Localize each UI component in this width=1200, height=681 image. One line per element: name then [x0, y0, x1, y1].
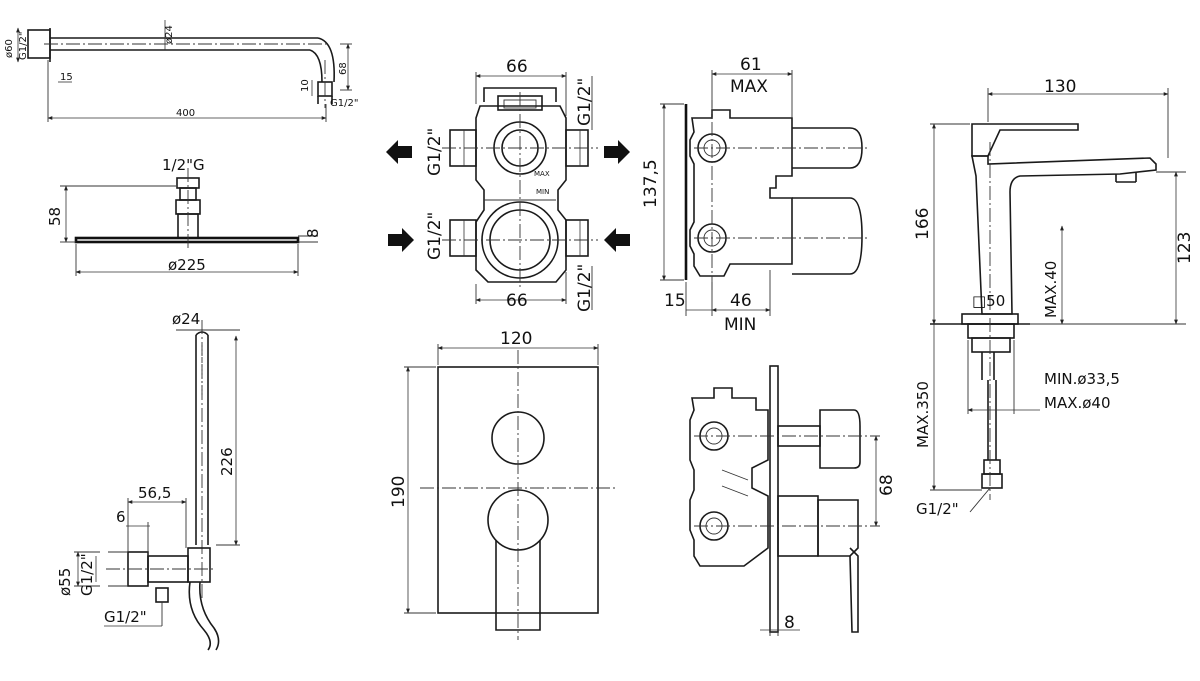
plate-side-drawing: 68 8	[689, 365, 897, 636]
outlet-arrow-right	[604, 140, 630, 164]
valve-front-drawing: MAX MIN 66 66 G1/2" G1/2" G1/2" G1/2"	[386, 57, 630, 312]
arm-offset-label: 15	[60, 72, 73, 83]
hand-hose	[188, 581, 212, 651]
valve-width-bottom-label: 66	[506, 291, 528, 311]
valve-side-min-depth-label: 46	[730, 291, 752, 311]
valve-min-mark: MIN	[536, 188, 549, 196]
plate-side-cover	[769, 365, 779, 633]
hand-projection-label: 56,5	[138, 484, 171, 502]
plate-side-lever	[817, 499, 859, 557]
valve-port-bottom-right	[565, 219, 589, 257]
mixer-height-label: 166	[913, 208, 933, 240]
outlet-arrow-left	[386, 140, 412, 164]
valve-side-depth-label: 61	[740, 55, 762, 75]
mixer-base-label: □50	[972, 292, 1005, 310]
valve-port-bottom-left-label: G1/2"	[425, 212, 445, 260]
arm-tip-label: 10	[300, 79, 311, 92]
plate-side-handle-offset-label: 68	[877, 474, 897, 496]
mixer-max-tail-label: MAX.350	[914, 381, 932, 448]
head-thread-label: 1/2"G	[162, 156, 205, 174]
mixer-tail-nut	[981, 473, 1003, 489]
mixer-hole-min-label: MIN.ø33,5	[1044, 370, 1120, 388]
valve-side-drawing: 137,5 61 MAX 15 46 MIN	[641, 55, 870, 335]
valve-side-offset-label: 15	[664, 291, 686, 311]
valve-body	[475, 105, 567, 283]
valve-side-body	[689, 109, 793, 277]
plate-side-valve-body	[689, 387, 769, 567]
hand-thread-side-label: G1/2"	[78, 553, 96, 596]
valve-port-bottom-right-label: G1/2"	[575, 264, 595, 312]
plate-width-label: 120	[500, 329, 532, 349]
arm-tube-dia-label: ø24	[164, 25, 175, 44]
hand-length-label: 226	[218, 447, 236, 476]
valve-max-mark: MAX	[534, 170, 550, 178]
valve-port-top-left-label: G1/2"	[425, 128, 445, 176]
shower-arm-drawing: ø60 G1/2" ø24 15 68 10 G1/2" 400	[4, 20, 358, 122]
plate-side-thickness-label: 8	[784, 613, 795, 633]
plate-front-drawing: 120 190	[389, 329, 616, 640]
head-height-label: 58	[46, 207, 64, 226]
valve-port-top-right-label: G1/2"	[575, 78, 595, 126]
inlet-arrow-right	[604, 228, 630, 252]
arm-length-label: 400	[176, 108, 195, 119]
valve-side-height-label: 137,5	[641, 159, 661, 208]
plate-height-label: 190	[389, 476, 409, 508]
mixer-lever	[971, 123, 1079, 157]
head-thickness-label: 8	[304, 228, 322, 238]
mixer-spout-height-label: 123	[1175, 232, 1195, 264]
mixer-hole-max-label: MAX.ø40	[1044, 394, 1111, 412]
head-diameter-label: ø225	[168, 256, 206, 274]
plate-side-knob	[819, 409, 861, 469]
hand-dia-label: ø24	[172, 310, 200, 328]
hand-thread-bottom-label: G1/2"	[104, 608, 147, 626]
valve-width-top-label: 66	[506, 57, 528, 77]
arm-thread-right-label: G1/2"	[330, 98, 358, 109]
arm-thread-left-label: G1/2"	[18, 32, 29, 60]
arm-drop-label: 68	[338, 62, 349, 75]
basin-mixer-drawing: 130 166 123 MAX.40 □50 MAX.350 MIN.ø33,5…	[913, 77, 1195, 518]
valve-side-lower-cartridge	[792, 197, 863, 275]
lever-handle	[495, 540, 541, 631]
inlet-arrow-left	[388, 228, 414, 252]
valve-side-max-label: MAX	[730, 77, 768, 97]
shower-head-drawing: 1/2"G 58 8 ø225	[46, 156, 322, 276]
hand-wall-label: 6	[116, 508, 126, 526]
arm-flange-dia-label: ø60	[4, 39, 15, 58]
hand-shower-drawing: ø24 226 56,5 6 ø55 G1/2" G1/2"	[56, 310, 240, 651]
mixer-max-thickness-label: MAX.40	[1042, 261, 1060, 318]
hand-outlet-dia-label: ø55	[56, 568, 74, 596]
mixer-reach-label: 130	[1044, 77, 1076, 97]
mixer-thread-label: G1/2"	[916, 500, 959, 518]
head-plate	[74, 236, 300, 244]
valve-side-min-label: MIN	[724, 315, 756, 335]
valve-port-bottom-left	[449, 219, 477, 257]
mixer-body	[971, 155, 1157, 315]
